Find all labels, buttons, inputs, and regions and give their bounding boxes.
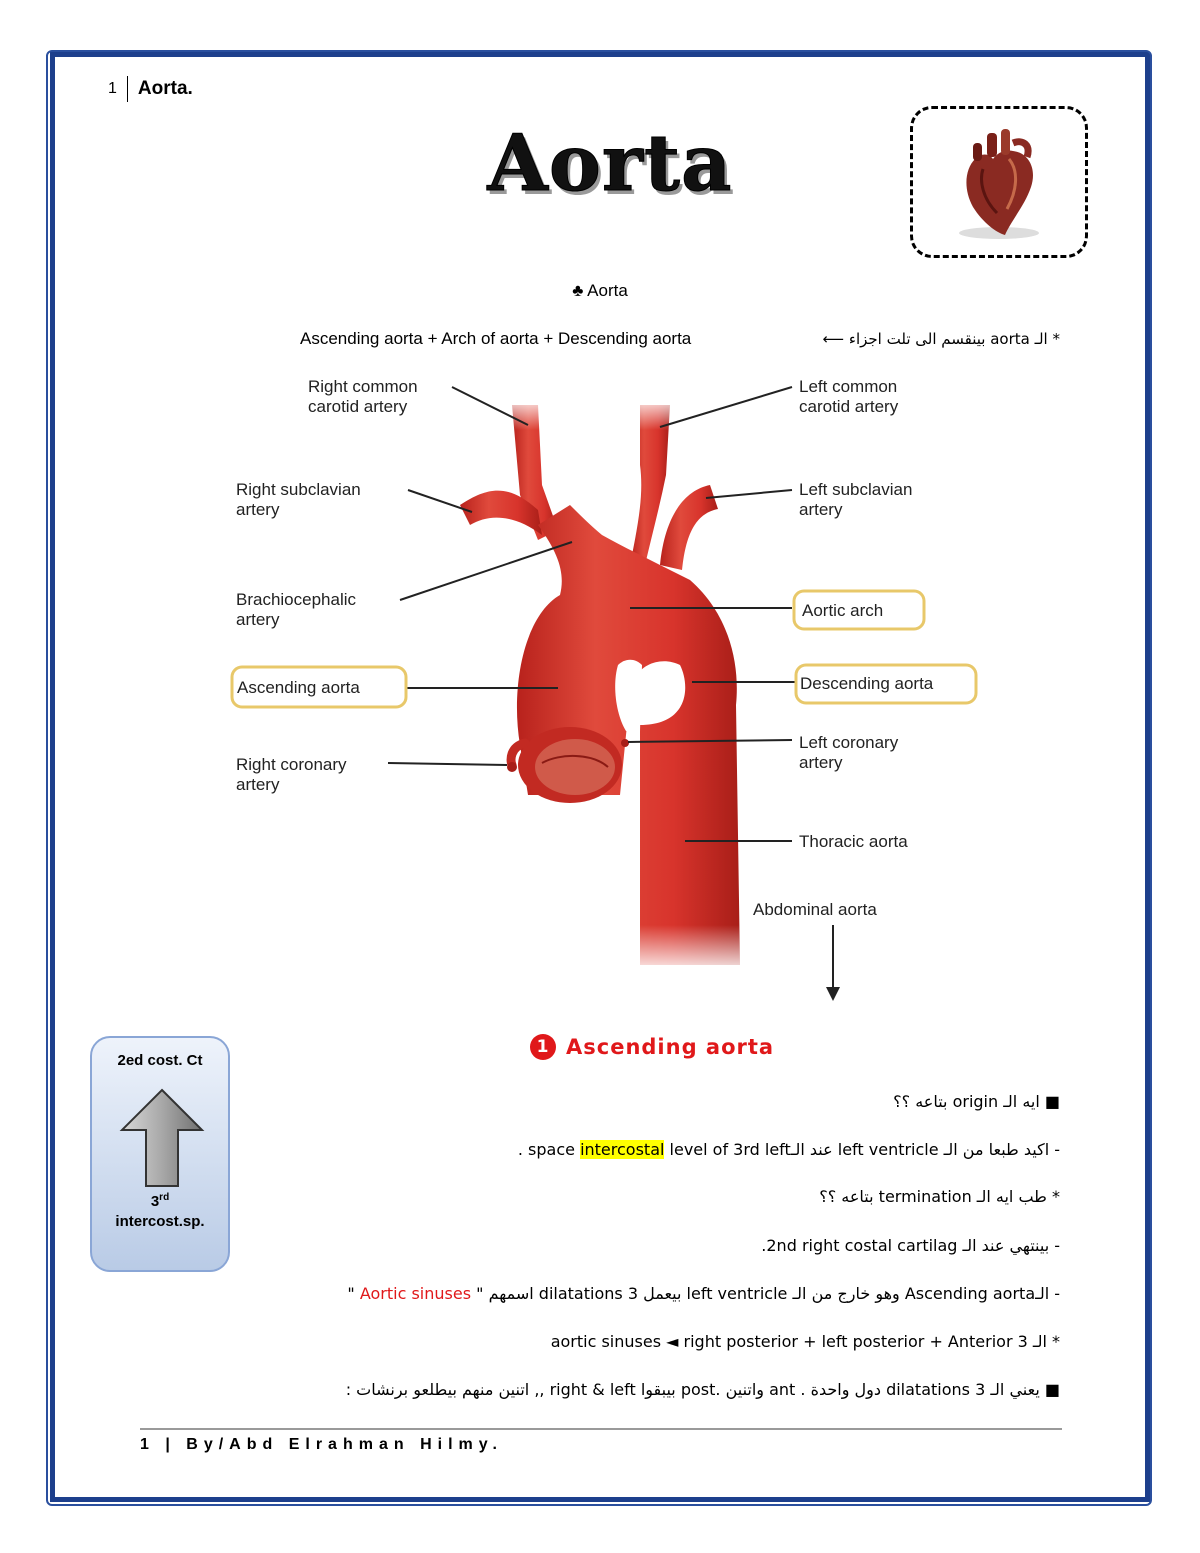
footer-rule bbox=[140, 1428, 1062, 1430]
sidebox-bottom-text: 3rd intercost.sp. bbox=[92, 1188, 228, 1232]
label-right-coronary-2: artery bbox=[236, 775, 280, 794]
leader-lines bbox=[387, 386, 834, 995]
label-aortic-arch: Aortic arch bbox=[802, 601, 883, 620]
header-title: Aorta. bbox=[137, 78, 193, 99]
aorta-vessels bbox=[460, 395, 750, 975]
heart-image-frame bbox=[910, 106, 1088, 258]
page-header: 1 Aorta. bbox=[108, 76, 193, 102]
highlight-intercostal: intercostal bbox=[580, 1140, 665, 1159]
section-title: Ascending aorta bbox=[566, 1035, 775, 1059]
main-title: Aorta bbox=[487, 118, 733, 210]
sidebox-top-text: 2ed cost. Ct bbox=[117, 1052, 203, 1069]
aorta-diagram: Right common carotid artery Left common … bbox=[230, 377, 978, 1001]
page-footer: 1 | By/Abd Elrahman Hilmy. bbox=[140, 1436, 503, 1453]
label-brachiocephalic-1: Brachiocephalic bbox=[236, 590, 357, 609]
line5-part-a: - الـAscending aorta وهو خارج من الـ lef… bbox=[471, 1284, 1060, 1303]
label-right-subclavian-1: Right subclavian bbox=[236, 480, 361, 499]
label-right-common-carotid-1: Right common bbox=[308, 377, 418, 396]
label-left-common-carotid-2: carotid artery bbox=[799, 397, 899, 416]
body-line-origin-question: ■ ايه الـ origin بتاعه ؟؟ bbox=[893, 1092, 1060, 1111]
line2-part-a: - اكيد طبعا من الـ left ventricle عند ال… bbox=[528, 1140, 1060, 1159]
label-left-subclavian-2: artery bbox=[799, 500, 843, 519]
page-border bbox=[46, 50, 1152, 1506]
body-line-termination-answer: - بينتهي عند الـ 2nd right costal cartil… bbox=[761, 1236, 1060, 1255]
body-line-dilatations: - الـAscending aorta وهو خارج من الـ lef… bbox=[347, 1284, 1060, 1303]
section-number-badge: 1 bbox=[530, 1034, 556, 1060]
label-thoracic-aorta: Thoracic aorta bbox=[799, 832, 908, 851]
label-left-subclavian-1: Left subclavian bbox=[799, 480, 912, 499]
body-line-origin-answer: - اكيد طبعا من الـ left ventricle عند ال… bbox=[518, 1140, 1060, 1159]
label-left-coronary-1: Left coronary bbox=[799, 733, 899, 752]
up-arrow-icon bbox=[119, 1088, 205, 1187]
sidebox-bottom-num: 3 bbox=[150, 1193, 160, 1210]
label-right-common-carotid-2: carotid artery bbox=[308, 397, 408, 416]
aortic-arch-callout bbox=[792, 589, 926, 631]
aorta-parts-english: Ascending aorta + Arch of aorta + Descen… bbox=[300, 329, 692, 348]
sidebox-bottom-sup: rd bbox=[159, 1192, 170, 1203]
label-ascending-aorta: Ascending aorta bbox=[237, 678, 360, 697]
down-arrow-icon bbox=[826, 987, 840, 1001]
label-left-common-carotid-1: Left common bbox=[799, 377, 897, 396]
intercostal-sidebox: 2ed cost. Ct 3rd intercost.sp. bbox=[90, 1036, 230, 1272]
section-heading: 1 Ascending aorta bbox=[530, 1034, 774, 1060]
aorta-parts-arabic: * الـ aorta بينقسم الى تلت اجزاء ⟵ bbox=[822, 330, 1060, 348]
sidebox-bottom-label: intercost.sp. bbox=[115, 1213, 205, 1230]
descending-aorta-callout bbox=[794, 663, 978, 705]
label-right-subclavian-2: artery bbox=[236, 500, 280, 519]
page-number: 1 bbox=[108, 76, 128, 102]
body-line-branches: ■ يعني الـ 3 dilatations دول واحدة . ant… bbox=[345, 1380, 1060, 1399]
label-brachiocephalic-2: artery bbox=[236, 610, 280, 629]
line2-part-b: level of 3rd left . bbox=[517, 1140, 791, 1159]
label-descending-aorta: Descending aorta bbox=[800, 674, 934, 693]
intro-club-line: ♣ Aorta bbox=[572, 281, 628, 300]
heart-icon bbox=[959, 129, 1039, 239]
body-line-sinuses-list: * الـ 3 aortic sinuses ◄ right posterior… bbox=[550, 1332, 1060, 1351]
body-line-termination-question: * طب ايه الـ termination بتاعه ؟؟ bbox=[819, 1187, 1060, 1206]
label-abdominal-aorta: Abdominal aorta bbox=[753, 900, 877, 919]
label-left-coronary-2: artery bbox=[799, 753, 843, 772]
ascending-aorta-callout bbox=[230, 665, 408, 709]
line5-part-b: " bbox=[347, 1284, 360, 1303]
aortic-sinuses-red: Aortic sinuses bbox=[359, 1284, 472, 1303]
label-right-coronary-1: Right coronary bbox=[236, 755, 347, 774]
